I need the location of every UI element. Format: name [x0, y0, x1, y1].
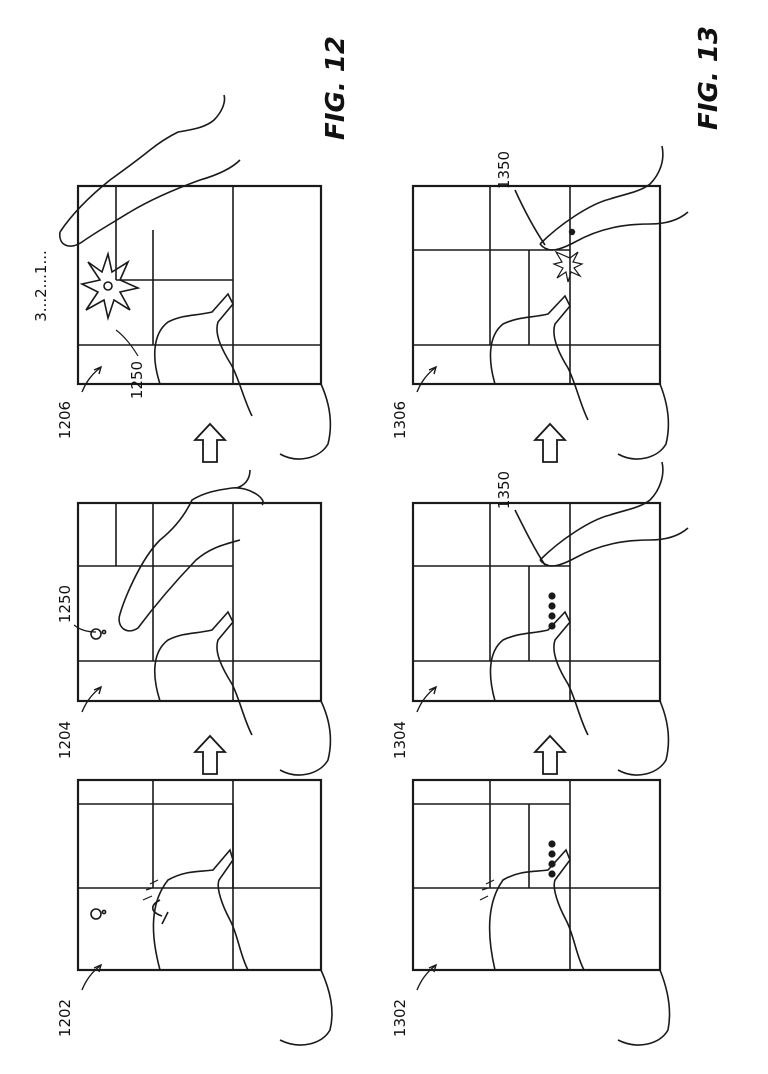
- arrow-up-icon: [535, 424, 565, 462]
- callout-1250-panel-1204: 1250: [56, 585, 96, 632]
- callout-label: 1250: [56, 585, 74, 623]
- panel-1202: [78, 780, 332, 1045]
- callout-1350-panel-1306: 1350: [495, 151, 513, 189]
- callout-leader: [515, 510, 545, 565]
- ref-label: 1204: [56, 721, 74, 759]
- callout-1350-panel-1304: 1350: [495, 471, 513, 509]
- ref-label: 1304: [391, 721, 409, 759]
- finger-outline: [540, 146, 688, 250]
- device-frame: [78, 186, 321, 384]
- finger-outline: [119, 470, 263, 631]
- device-frame: [413, 186, 660, 384]
- arrow-up-icon: [195, 736, 225, 774]
- panel-1304: [413, 462, 688, 775]
- ref-label: 1206: [56, 401, 74, 439]
- ref-label: 1202: [56, 999, 74, 1037]
- camera-icon: [91, 909, 101, 919]
- hand-outline: [490, 296, 668, 459]
- ref-1202: 1202: [56, 965, 101, 1037]
- camera-icon: [91, 629, 101, 639]
- countdown-label: 3...2...1...: [32, 250, 50, 322]
- ref-label: 1302: [391, 999, 409, 1037]
- hand-outline: [490, 612, 668, 775]
- hand-outline: [155, 612, 331, 775]
- device-frame: [78, 780, 321, 970]
- ref-label: 1306: [391, 401, 409, 439]
- device-frame: [78, 503, 321, 701]
- device-frame: [413, 503, 660, 701]
- hand-outline: [153, 850, 332, 1045]
- dot-indicator: [548, 840, 555, 877]
- panel-1306: [413, 146, 688, 459]
- panel-1302: [413, 780, 670, 1045]
- callout-1250-panel-1206: 1250: [116, 330, 146, 399]
- hand-outline: [155, 294, 331, 459]
- finger-outline: [60, 95, 240, 246]
- panel-1204: [78, 470, 330, 775]
- callout-label: 1350: [495, 151, 513, 189]
- hand-outline: [490, 850, 670, 1045]
- flash-burst-icon: [82, 254, 138, 318]
- finger-outline: [540, 462, 688, 566]
- callout-leader: [515, 190, 545, 245]
- arrow-up-icon: [535, 736, 565, 774]
- device-frame: [413, 780, 660, 970]
- fig-12-title: FIG. 12: [321, 36, 351, 140]
- panel-1206: 3...2...1...: [32, 95, 330, 459]
- fig-13-title: FIG. 13: [694, 26, 724, 130]
- arrow-up-icon: [195, 424, 225, 462]
- sparkle-icon: [554, 252, 582, 282]
- callout-label: 1250: [128, 361, 146, 399]
- callout-label: 1350: [495, 471, 513, 509]
- ref-1302: 1302: [391, 965, 436, 1037]
- dot-indicator: [569, 229, 575, 235]
